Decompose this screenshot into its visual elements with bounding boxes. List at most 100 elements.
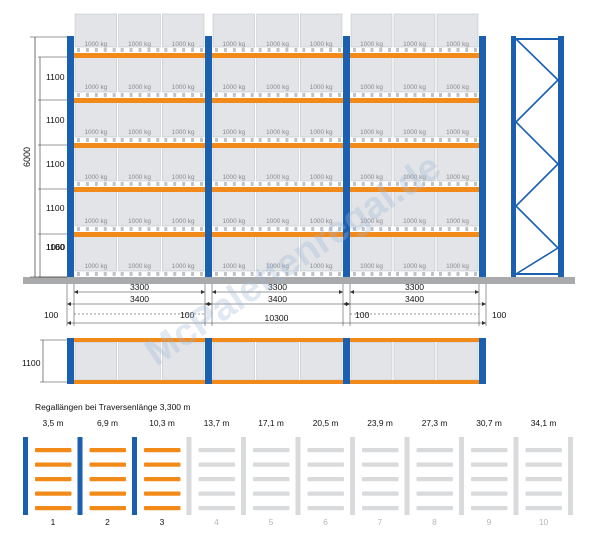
pallet-load xyxy=(436,190,479,227)
row-beam xyxy=(416,448,453,453)
pallet-load xyxy=(212,190,255,227)
row-beam xyxy=(35,448,72,453)
pallet-foot xyxy=(267,182,271,186)
pallet-load xyxy=(393,56,436,93)
pallet-load xyxy=(393,190,436,227)
pallet-foot xyxy=(439,93,442,97)
load-beam-top xyxy=(74,380,205,384)
rack-count-label: 4 xyxy=(214,517,219,527)
pallet-foot xyxy=(379,93,383,97)
pallet-foot xyxy=(353,272,356,276)
pallet-foot xyxy=(338,93,341,97)
row-beam xyxy=(416,491,453,496)
pallet-load xyxy=(162,235,205,272)
pallet-weight-label: 1000 kg xyxy=(222,41,245,48)
row-beam xyxy=(525,448,562,453)
load-beam-top xyxy=(350,380,479,384)
pallet-load xyxy=(118,146,161,182)
pallet-foot xyxy=(285,182,289,186)
pallet-foot xyxy=(465,48,469,52)
pallet-foot xyxy=(94,272,98,276)
pallet-foot xyxy=(191,93,195,97)
pallet-load xyxy=(436,56,479,93)
pallet-foot xyxy=(311,272,315,276)
pallet-foot xyxy=(182,138,186,142)
pallet-load xyxy=(256,146,299,182)
pallet-foot xyxy=(215,93,218,97)
beam-length-dimension-arrow xyxy=(212,290,216,294)
pallet-foot xyxy=(311,227,315,231)
pallet-foot xyxy=(439,182,442,186)
pallet-foot xyxy=(285,272,289,276)
pallet-foot xyxy=(329,227,333,231)
pallet-load xyxy=(212,146,255,182)
bay-length-dimension-arrow xyxy=(482,302,486,306)
pallet-foot xyxy=(120,182,124,186)
pallet-weight-label: 1000 kg xyxy=(310,174,333,181)
pallet-load xyxy=(350,235,393,272)
pallet-foot xyxy=(302,182,306,186)
pallet-foot xyxy=(361,272,365,276)
pallet-foot xyxy=(200,272,203,276)
pallet-foot xyxy=(388,272,391,276)
pallet-foot xyxy=(250,93,254,97)
pallet-foot xyxy=(465,272,469,276)
pallet-foot xyxy=(353,227,356,231)
pallet-top xyxy=(74,341,117,381)
pallet-foot xyxy=(267,138,271,142)
pallet-top xyxy=(256,341,299,381)
pallet-foot xyxy=(164,48,168,52)
pallet-foot xyxy=(241,138,245,142)
frame-post xyxy=(511,36,516,277)
pallet-foot xyxy=(294,272,298,276)
row-beam xyxy=(144,506,181,511)
bay-length-dimension-label: 3400 xyxy=(268,294,287,304)
pallet-load xyxy=(300,235,343,272)
pallet-foot xyxy=(215,272,218,276)
pallet-foot xyxy=(223,272,227,276)
pallet-foot xyxy=(129,182,133,186)
pallet-weight-label: 1000 kg xyxy=(360,218,383,225)
pallet-weight-label: 1000 kg xyxy=(84,174,107,181)
pallet-load xyxy=(350,56,393,93)
pallet-foot xyxy=(404,93,408,97)
pallet-foot xyxy=(388,227,391,231)
pallet-foot xyxy=(164,138,168,142)
pallet-weight-label: 1000 kg xyxy=(128,263,151,270)
pallet-foot xyxy=(353,138,356,142)
pallet-foot xyxy=(404,138,408,142)
pallet-foot xyxy=(258,272,262,276)
pallet-weight-label: 1000 kg xyxy=(84,129,107,136)
load-beam xyxy=(350,232,479,237)
row-beam xyxy=(198,477,235,482)
pallet-foot xyxy=(173,182,177,186)
pallet-foot xyxy=(285,93,289,97)
rack-count-label: 10 xyxy=(539,517,549,527)
pallet-foot xyxy=(422,48,426,52)
pallet-foot xyxy=(294,93,298,97)
pallet-weight-label: 1000 kg xyxy=(128,129,151,136)
pallet-foot xyxy=(276,182,280,186)
pallet-foot xyxy=(413,182,417,186)
load-beam xyxy=(350,98,479,103)
pallet-weight-label: 1000 kg xyxy=(222,129,245,136)
pallet-weight-label: 1000 kg xyxy=(310,129,333,136)
rack-count-label: 7 xyxy=(378,517,383,527)
pallet-foot xyxy=(173,48,177,52)
row-beam xyxy=(144,491,181,496)
row-upright xyxy=(186,437,192,515)
pallet-foot xyxy=(302,93,306,97)
pallet-weight-label: 1000 kg xyxy=(128,84,151,91)
pallet-foot xyxy=(215,227,218,231)
load-beam-top xyxy=(350,338,479,342)
pallet-foot xyxy=(465,93,469,97)
top-view: 1100 xyxy=(22,338,486,384)
pallet-foot xyxy=(77,138,80,142)
pallet-foot xyxy=(311,182,315,186)
pallet-foot xyxy=(232,138,236,142)
pallet-foot xyxy=(276,138,280,142)
total-length-dimension-arrow xyxy=(67,321,71,325)
pallet-foot xyxy=(456,48,460,52)
level-height-label: 1100 xyxy=(46,242,65,252)
pallet-foot xyxy=(103,93,107,97)
